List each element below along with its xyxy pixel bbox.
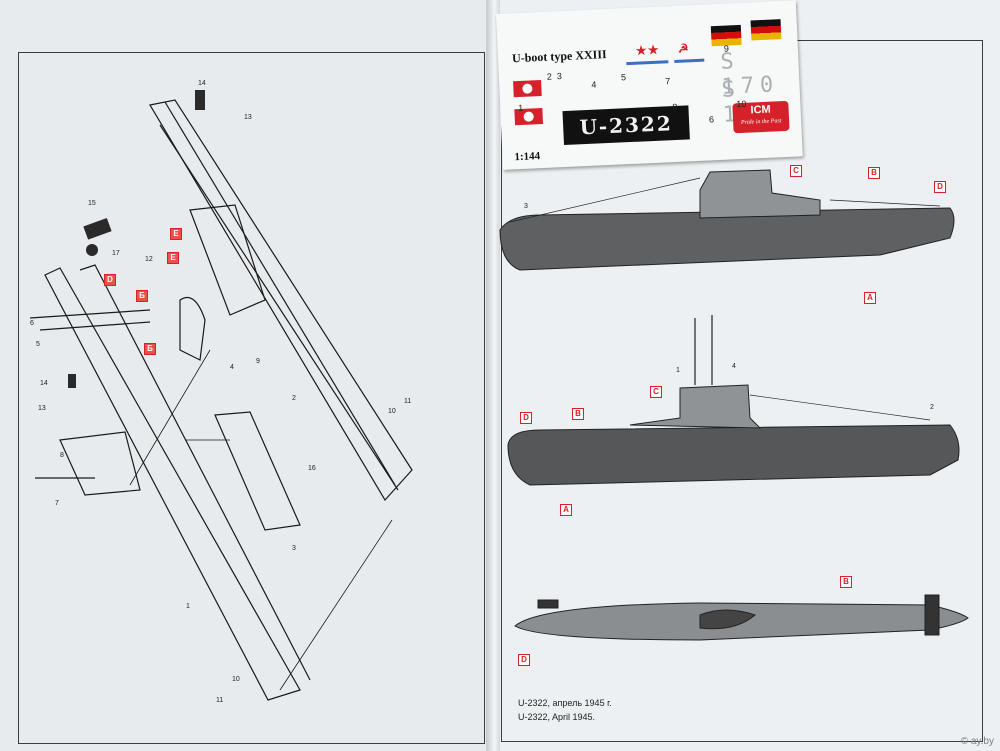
part-number: 4	[732, 363, 736, 370]
naval-stripe	[674, 58, 705, 63]
soviet-star-icon: ★	[647, 42, 659, 58]
part-number: 11	[404, 398, 412, 405]
decal-number: 9	[723, 43, 730, 54]
decal-number: 5	[620, 72, 627, 83]
part-number: 9	[256, 358, 260, 365]
decal-number: 10	[736, 98, 747, 110]
part-number: 14	[198, 80, 206, 87]
callout-d: D	[518, 654, 530, 666]
top-side-profile	[499, 169, 955, 271]
callout-b: B	[868, 167, 880, 179]
decal-number: 8	[672, 101, 678, 113]
part-number: 6	[30, 320, 34, 327]
callout-d: D	[520, 412, 532, 424]
caption-ru: U-2322, апрель 1945 г.	[518, 698, 612, 708]
book-spine	[486, 0, 500, 751]
decal-number: 3	[556, 71, 563, 82]
part-number: 17	[112, 250, 120, 257]
left-instruction-page	[0, 0, 495, 751]
decal-number: 4	[591, 79, 597, 90]
decal-number: 7	[665, 76, 671, 87]
naval-stripe	[626, 60, 669, 66]
part-number: 1	[186, 603, 190, 610]
part-number: 14	[40, 380, 48, 387]
callout-b: Б	[136, 290, 148, 302]
german-flag-icon	[750, 19, 782, 41]
part-number: 16	[308, 465, 316, 472]
part-number: 15	[88, 200, 96, 207]
callout-e: E	[170, 228, 182, 240]
part-number: 1	[676, 367, 680, 374]
callout-c: C	[650, 386, 662, 398]
part-number: 13	[244, 114, 252, 121]
soviet-star-icon: ★	[635, 43, 647, 58]
decal-sheet: U-boot type XXIII 1:144 ★ ★ ☭ S 170 S 17…	[496, 0, 803, 170]
decal-scale: 1:144	[514, 150, 541, 164]
small-parts	[68, 90, 205, 388]
decal-number: 2	[546, 71, 553, 82]
callout-b: B	[840, 576, 852, 588]
part-number: 3	[524, 203, 528, 210]
callout-b: B	[572, 408, 584, 420]
part-number: 3	[292, 545, 296, 552]
decal-number: 1	[518, 102, 524, 114]
caption-en: U-2322, April 1945.	[518, 712, 596, 722]
callout-e: E	[167, 252, 179, 264]
part-number: 2	[292, 395, 296, 402]
callout-d: D	[934, 181, 946, 193]
part-number: 10	[388, 408, 396, 415]
boat-name-plate: U-2322	[562, 105, 690, 146]
kriegsmarine-flag-icon	[513, 80, 542, 98]
part-number: 8	[60, 452, 64, 459]
part-number: 10	[232, 676, 240, 683]
part-number: 7	[55, 500, 59, 507]
callout-b: Б	[144, 343, 156, 355]
exploded-hull-drawing	[29, 99, 413, 701]
callout-c: C	[790, 165, 802, 177]
part-number: 11	[216, 697, 224, 704]
callout-a: A	[864, 292, 876, 304]
part-number: 12	[145, 256, 153, 263]
middle-side-profile	[507, 315, 960, 486]
part-number: 13	[38, 405, 46, 412]
callout-a: A	[560, 504, 572, 516]
callout-d: D	[104, 274, 116, 286]
page-frame	[18, 52, 485, 744]
decal-title: U-boot type XXIII	[511, 47, 607, 66]
part-number: 4	[230, 364, 234, 371]
watermark: © ay.by	[960, 736, 994, 747]
part-number: 5	[36, 341, 40, 348]
hammer-sickle-icon: ☭	[677, 41, 689, 56]
part-number: 2	[930, 404, 934, 411]
decal-number: 6	[708, 114, 715, 125]
top-plan-view	[514, 594, 969, 641]
